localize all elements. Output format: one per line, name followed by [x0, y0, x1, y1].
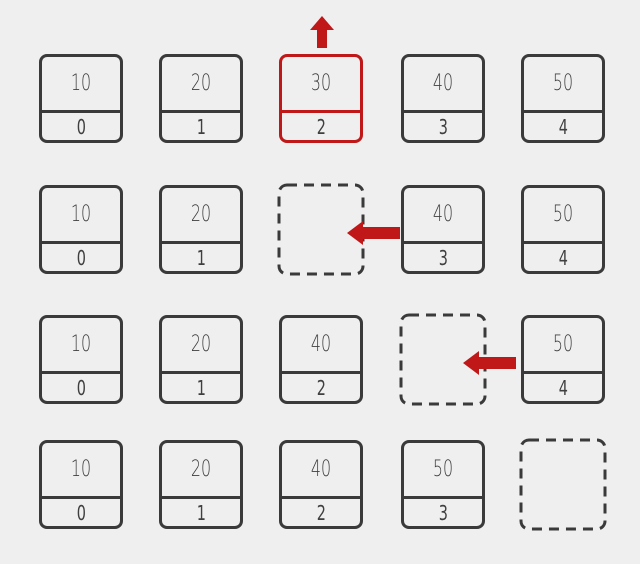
cell-index: 1 — [162, 110, 240, 140]
array-cell: 10 0 — [39, 440, 123, 529]
cell-value: 40 — [432, 71, 454, 96]
cell-value: 10 — [70, 332, 92, 357]
cell-index: 0 — [42, 241, 120, 271]
remove-arrow-up-icon — [310, 16, 334, 48]
cell-value: 30 — [310, 71, 332, 96]
array-cell: 20 1 — [159, 54, 243, 143]
cell-value: 20 — [190, 202, 212, 227]
array-cell: 50 4 — [521, 54, 605, 143]
empty-slot — [399, 313, 487, 406]
cell-index: 1 — [162, 371, 240, 401]
array-cell: 40 2 — [279, 440, 363, 529]
cell-index: 0 — [42, 496, 120, 526]
array-cell: 10 0 — [39, 185, 123, 274]
array-cell: 20 1 — [159, 440, 243, 529]
cell-value: 50 — [432, 457, 454, 482]
cell-index: 2 — [282, 371, 360, 401]
shift-left-arrow-icon — [463, 351, 516, 375]
array-cell: 40 2 — [279, 315, 363, 404]
array-cell: 50 3 — [401, 440, 485, 529]
cell-value: 50 — [552, 71, 574, 96]
cell-value: 40 — [310, 457, 332, 482]
cell-value: 20 — [190, 332, 212, 357]
cell-value: 20 — [190, 457, 212, 482]
cell-value: 40 — [310, 332, 332, 357]
array-cell: 40 3 — [401, 185, 485, 274]
array-cell: 20 1 — [159, 315, 243, 404]
cell-index: 4 — [524, 241, 602, 271]
shift-left-arrow-icon — [347, 221, 400, 245]
cell-index: 2 — [282, 110, 360, 140]
empty-slot — [519, 438, 607, 531]
cell-value: 50 — [552, 332, 574, 357]
cell-index: 3 — [404, 496, 482, 526]
array-cell-highlighted: 30 2 — [279, 54, 363, 143]
cell-value: 20 — [190, 71, 212, 96]
cell-index: 0 — [42, 110, 120, 140]
cell-value: 50 — [552, 202, 574, 227]
array-cell: 10 0 — [39, 54, 123, 143]
array-cell: 50 4 — [521, 315, 605, 404]
cell-index: 1 — [162, 241, 240, 271]
array-cell: 50 4 — [521, 185, 605, 274]
array-cell: 20 1 — [159, 185, 243, 274]
empty-slot — [277, 183, 365, 276]
cell-value: 40 — [432, 202, 454, 227]
cell-index: 1 — [162, 496, 240, 526]
array-cell: 40 3 — [401, 54, 485, 143]
cell-value: 10 — [70, 457, 92, 482]
cell-value: 10 — [70, 202, 92, 227]
cell-index: 2 — [282, 496, 360, 526]
cell-index: 3 — [404, 241, 482, 271]
cell-index: 3 — [404, 110, 482, 140]
cell-index: 4 — [524, 371, 602, 401]
array-cell: 10 0 — [39, 315, 123, 404]
cell-index: 4 — [524, 110, 602, 140]
cell-index: 0 — [42, 371, 120, 401]
cell-value: 10 — [70, 71, 92, 96]
